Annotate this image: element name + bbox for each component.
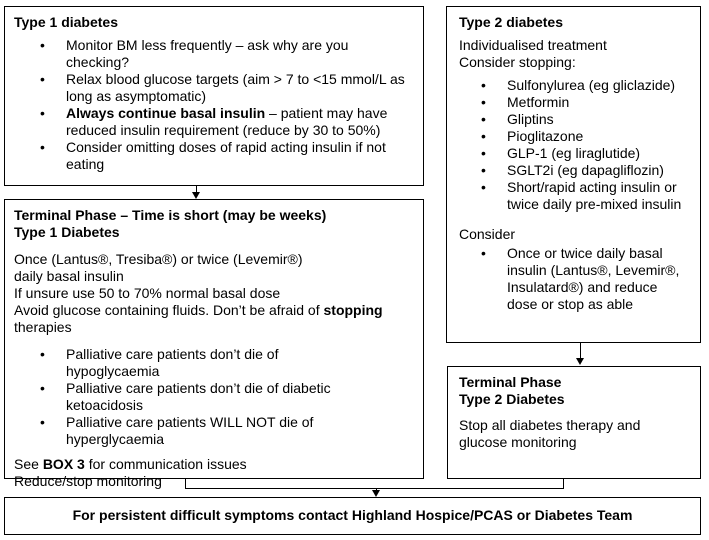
type2-intro-individualised: Individualised treatment: [459, 37, 607, 53]
terminal-type1-see-box: See BOX 3 for communication issues: [14, 456, 414, 473]
terminal-type1-list: • Palliative care patients don’t die of h…: [40, 346, 366, 448]
box3-reference: BOX 3: [42, 456, 85, 472]
bullet-icon: •: [481, 162, 486, 178]
type1-list-item: • Monitor BM less frequently – ask why ar…: [40, 37, 414, 71]
connector-type1-to-terminal: [196, 186, 197, 192]
stopping-emphasis: stopping: [323, 302, 383, 318]
bullet-icon: •: [481, 94, 486, 110]
terminal-type2-text: Stop all diabetes therapy and glucose mo…: [459, 417, 641, 450]
type2-consider-label: Consider: [459, 226, 516, 242]
terminal-type1-list-item: • Palliative care patients WILL NOT die o…: [40, 414, 366, 448]
bullet-icon: •: [40, 37, 45, 53]
list-item-text: Palliative care patients don’t die of hy…: [66, 346, 279, 379]
list-item-emphasis: Always continue basal insulin: [66, 105, 266, 121]
bullet-icon: •: [40, 139, 45, 155]
list-item-text: SGLT2i (eg dapagliflozin): [507, 162, 664, 178]
terminal-type2-title: Terminal Phase: [459, 374, 562, 390]
connector-right-down: [563, 479, 564, 488]
type2-stop-item: • Gliptins: [481, 111, 688, 128]
type1-list: • Monitor BM less frequently – ask why ar…: [40, 37, 414, 173]
type1-list-item: • Always continue basal insulin – patient…: [40, 105, 414, 139]
footer-box: For persistent difficult symptoms contac…: [4, 497, 701, 535]
type1-title: Type 1 diabetes: [14, 14, 119, 30]
type2-stop-item: • Sulfonylurea (eg gliclazide): [481, 77, 688, 94]
type1-list-item: • Relax blood glucose targets (aim > 7 to…: [40, 71, 414, 105]
terminal-type1-basal-dose: Once (Lantus®, Tresiba®) or twice (Levem…: [14, 251, 303, 284]
terminal-type1-unsure-dose: If unsure use 50 to 70% normal basal dos…: [14, 285, 281, 301]
list-item-text: Consider omitting doses of rapid acting …: [66, 139, 386, 172]
list-item-text: Palliative care patients don’t die of di…: [66, 380, 331, 413]
connector-to-footer: [376, 488, 377, 491]
type1-list-item: • Consider omitting doses of rapid acting…: [40, 139, 414, 173]
avoid-glucose-text: Avoid glucose containing fluids. Don’t b…: [14, 302, 324, 318]
list-item-text: Short/rapid acting insulin or twice dail…: [507, 179, 682, 212]
see-text: See: [14, 456, 43, 472]
bullet-icon: •: [40, 380, 45, 396]
type2-title: Type 2 diabetes: [459, 14, 564, 30]
type2-consider-list: • Once or twice daily basal insulin (Lant…: [481, 245, 688, 313]
type2-stop-item: • Pioglitazone: [481, 128, 688, 145]
terminal-type1-list-item: • Palliative care patients don’t die of d…: [40, 380, 366, 414]
list-item-text: Once or twice daily basal insulin (Lantu…: [507, 245, 680, 312]
type2-stop-list: •Sulfonylurea (eg gliclazide)•Metformin•…: [481, 77, 688, 213]
list-item-text: Monitor BM less frequently – ask why are…: [66, 37, 349, 70]
list-item-text: Gliptins: [507, 111, 554, 127]
bullet-icon: •: [481, 245, 486, 261]
connector-type2-to-terminal: [580, 343, 581, 359]
list-item-text: Pioglitazone: [507, 128, 584, 144]
bullet-icon: •: [481, 145, 486, 161]
type2-consider-item: • Once or twice daily basal insulin (Lant…: [481, 245, 688, 313]
type2-stop-item: • SGLT2i (eg dapagliflozin): [481, 162, 688, 179]
bullet-icon: •: [40, 414, 45, 430]
arrowhead-to-footer: [372, 490, 380, 497]
bullet-icon: •: [481, 111, 486, 127]
list-item-text: Sulfonylurea (eg gliclazide): [507, 77, 676, 93]
terminal-type1-list-item: • Palliative care patients don’t die of h…: [40, 346, 366, 380]
terminal-type1-box: Terminal Phase – Time is short (may be w…: [4, 199, 424, 489]
terminal-type1-subtitle: Type 1 Diabetes: [14, 224, 120, 240]
terminal-type2-subtitle: Type 2 Diabetes: [459, 391, 565, 407]
list-item-text: GLP-1 (eg liraglutide): [507, 145, 641, 161]
terminal-type1-title: Terminal Phase – Time is short (may be w…: [14, 207, 327, 223]
terminal-type1-avoid-glucose: Avoid glucose containing fluids. Don’t b…: [14, 302, 414, 336]
bullet-icon: •: [40, 346, 45, 362]
bullet-icon: •: [40, 105, 45, 121]
type1-box: Type 1 diabetes • Monitor BM less frequen…: [4, 6, 424, 186]
list-item-text: – patient may have reduced insulin requi…: [66, 105, 388, 138]
bullet-icon: •: [40, 71, 45, 87]
type2-stop-item: • Short/rapid acting insulin or twice dai…: [481, 179, 688, 213]
type2-box: Type 2 diabetes Individualised treatment…: [446, 6, 701, 343]
terminal-type1-reduce-monitoring: Reduce/stop monitoring: [14, 473, 162, 489]
bullet-icon: •: [481, 128, 486, 144]
type2-stop-item: • GLP-1 (eg liraglutide): [481, 145, 688, 162]
type2-stop-item: • Metformin: [481, 94, 688, 111]
list-item-text: Relax blood glucose targets (aim > 7 to …: [66, 71, 405, 104]
connector-join: [185, 488, 564, 489]
therapies-text: therapies: [14, 319, 72, 335]
footer-text: For persistent difficult symptoms contac…: [72, 507, 633, 523]
arrowhead-type1-to-terminal: [192, 192, 200, 199]
bullet-icon: •: [481, 77, 486, 93]
list-item-text: Palliative care patients WILL NOT die of…: [66, 414, 314, 447]
arrowhead-type2-to-terminal: [576, 358, 584, 365]
connector-left-down: [185, 479, 186, 488]
list-item-text: Metformin: [507, 94, 570, 110]
bullet-icon: •: [481, 179, 486, 195]
communication-text: for communication issues: [84, 456, 247, 472]
type2-intro-consider-stopping: Consider stopping:: [459, 54, 576, 70]
terminal-type2-box: Terminal Phase Type 2 Diabetes Stop all …: [447, 366, 701, 479]
